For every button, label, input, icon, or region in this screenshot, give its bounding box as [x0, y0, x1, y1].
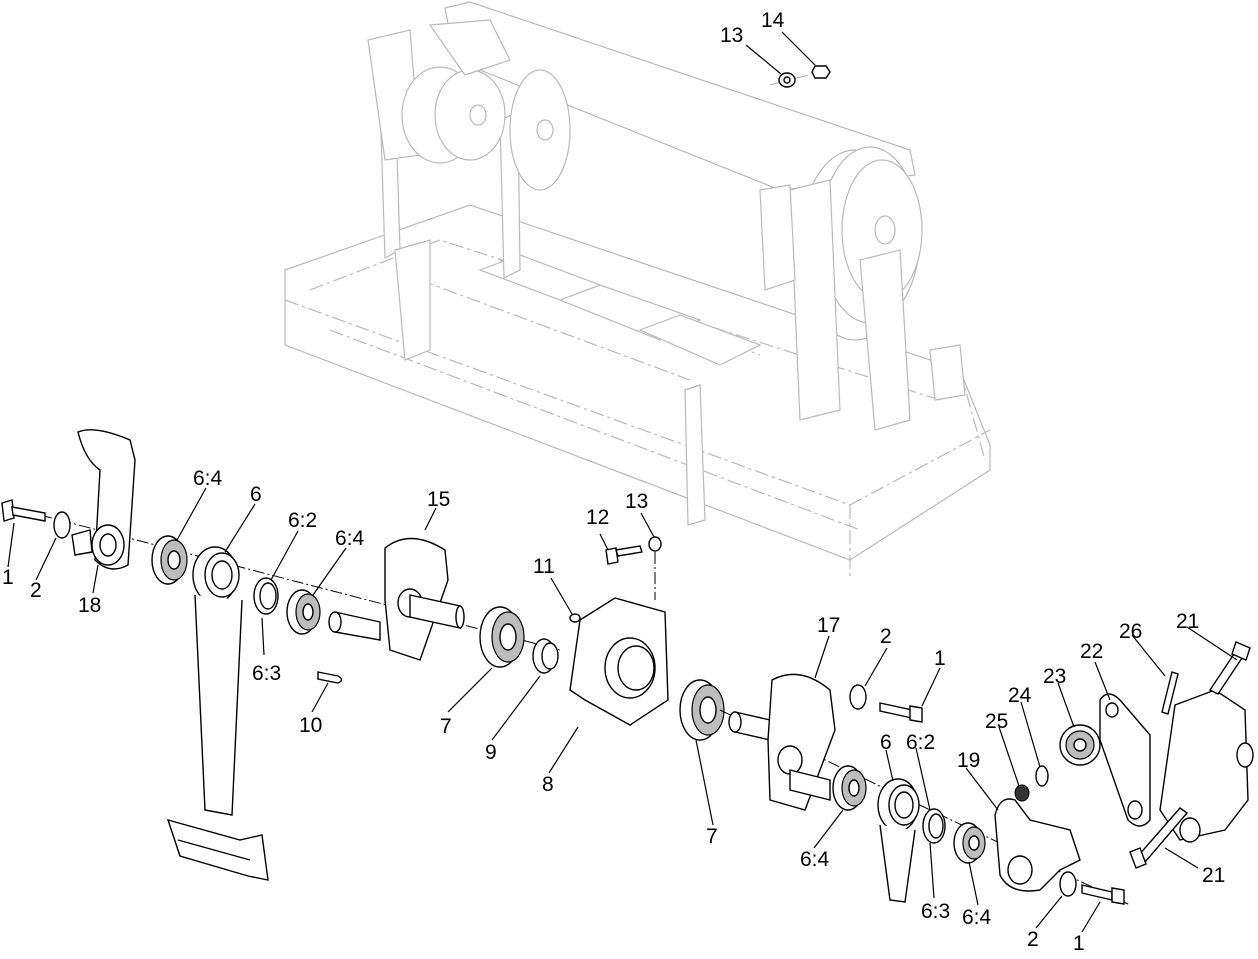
- callout-22: 22: [1080, 640, 1103, 663]
- bolt-left: [1, 499, 46, 522]
- callout-26: 26: [1119, 620, 1142, 643]
- callout-10: 10: [299, 714, 322, 737]
- callout-6-4-d: 6:4: [962, 906, 992, 929]
- callout-17: 17: [817, 614, 840, 637]
- bearing-7-b: [679, 679, 725, 741]
- callout-18: 18: [78, 594, 101, 617]
- callout-7-b: 7: [706, 825, 718, 848]
- callout-13-mid: 13: [625, 490, 648, 513]
- isolator-23: [1059, 724, 1101, 766]
- bearing-6-4-a: [151, 535, 188, 585]
- callout-23: 23: [1043, 665, 1066, 688]
- callout-13-top: 13: [720, 24, 743, 47]
- hanger-6-right: [877, 778, 920, 903]
- bearing-7-a: [479, 606, 525, 668]
- top-fasteners: [778, 65, 831, 88]
- arm-19: [994, 798, 1081, 892]
- hanger-6-left: [166, 546, 269, 881]
- callout-6-4-b: 6:4: [335, 527, 365, 550]
- ghost-frame-assembly: [284, 1, 991, 580]
- callout-6-b: 6: [880, 731, 892, 754]
- bolt-21-bottom: [1129, 807, 1189, 869]
- callout-19: 19: [957, 749, 980, 772]
- callout-8: 8: [542, 773, 554, 796]
- callout-2-mid: 2: [880, 625, 892, 648]
- callout-6-2-a: 6:2: [288, 509, 317, 532]
- bearing-6-4-c: [832, 765, 867, 811]
- key-10: [317, 671, 343, 684]
- callout-25: 25: [985, 710, 1008, 733]
- callout-1-mid: 1: [934, 647, 946, 670]
- left-shaft-assembly: [1, 429, 725, 881]
- bearing-6-4-d: [953, 822, 986, 864]
- callout-21-bottom: 21: [1202, 864, 1225, 887]
- washer-mid: [849, 684, 867, 710]
- nut-25: [1014, 784, 1030, 802]
- callout-11: 11: [533, 555, 555, 578]
- bolt-mid: [879, 702, 923, 723]
- washer-24: [1035, 765, 1049, 787]
- callout-9: 9: [485, 741, 497, 764]
- callout-labels: 13 14 6:4 6 6:2 6:4 15 12 13 1 2 18 6:3 …: [2, 9, 1225, 955]
- bolt-12: [605, 536, 662, 565]
- bolt-26: [1161, 671, 1179, 715]
- callout-1-left: 1: [2, 566, 14, 589]
- callout-6-3-b: 6:3: [921, 900, 950, 923]
- callout-24: 24: [1008, 684, 1032, 707]
- callout-15: 15: [427, 488, 450, 511]
- bearing-6-4-b: [286, 589, 321, 635]
- callout-6-4-a: 6:4: [193, 467, 223, 490]
- bolt-21-top: [1208, 641, 1251, 695]
- plug-11: [569, 613, 581, 623]
- callout-1-bottom: 1: [1073, 932, 1085, 955]
- housing-8: [569, 597, 669, 726]
- right-shaft-assembly: [719, 641, 1254, 906]
- callout-14-top: 14: [761, 9, 785, 32]
- callout-7-a: 7: [440, 715, 452, 738]
- spacer-9: [532, 638, 559, 674]
- gearbox-plate-22: [1099, 689, 1254, 843]
- callout-6-4-c: 6:4: [800, 848, 830, 871]
- arm-18: [71, 429, 136, 570]
- callout-6-3-a: 6:3: [252, 662, 281, 685]
- callout-2-bottom: 2: [1027, 928, 1039, 951]
- leader-lines: [7, 31, 1238, 933]
- snap-ring-6-2-a: [253, 577, 279, 615]
- callout-6-a: 6: [250, 483, 262, 506]
- washer-left: [53, 511, 71, 539]
- callout-2-left: 2: [30, 579, 42, 602]
- washer-bottom: [1059, 871, 1077, 897]
- callout-6-2-b: 6:2: [906, 731, 935, 754]
- snap-ring-6-2-b: [922, 808, 946, 844]
- crank-arm-17: [728, 673, 836, 811]
- crank-arm-15: [328, 537, 465, 661]
- bolt-bottom: [1081, 884, 1125, 905]
- callout-21-top: 21: [1176, 610, 1199, 633]
- callout-12: 12: [586, 506, 609, 529]
